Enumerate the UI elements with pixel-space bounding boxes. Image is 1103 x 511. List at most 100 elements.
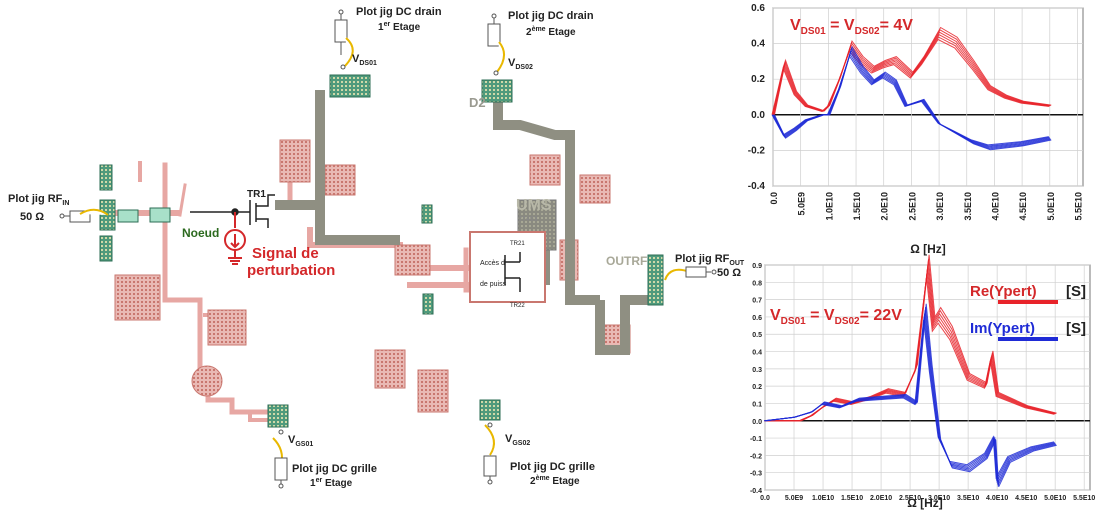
tr1-transistor: [190, 194, 275, 228]
chart-bottom-xticks: 0.0 5.0E9 1.0E10 1.5E10 2.0E10 2.5E10 3.0E10 3.…: [760, 495, 1095, 502]
outrf-label: OUTRF: [606, 254, 647, 268]
legend-re-label: Re(Ypert): [970, 283, 1037, 300]
series-line: [774, 26, 1052, 115]
xtick-label: 2.0E10: [880, 192, 890, 221]
stage2-transistors: [469, 231, 546, 303]
rfout-impedance: 50 Ω: [717, 267, 741, 279]
chart-top-series: [771, 26, 1052, 151]
signal-label-line2: perturbation: [247, 262, 335, 279]
chart-top: 0.6 0.4 0.2 0.0 -0.2 -0.4 0.0 5.0E9 1.0E10 1.5E1…: [748, 3, 1084, 256]
ytick-label: 0.7: [752, 298, 762, 305]
xtick-label: 0.0: [769, 192, 779, 205]
chart-bottom-legend: Re(Ypert) [S] Im(Ypert) [S]: [970, 283, 1086, 341]
xtick-label: 4.5E10: [1018, 192, 1028, 221]
xtick-label: 0.0: [760, 495, 770, 502]
chart-bottom: 0.9 0.8 0.7 0.6 0.5 0.4 0.3 0.2 0.1 0.0 -0.1 -0.2 -0…: [750, 254, 1095, 510]
chart-top-yticks: 0.6 0.4 0.2 0.0 -0.2 -0.4: [748, 3, 766, 192]
chart-top-plot-area: [772, 7, 1084, 187]
chart-bottom-plot-area: [764, 264, 1091, 491]
chart-bottom-series: [763, 254, 1057, 488]
ytick-label: -0.3: [750, 471, 762, 478]
ytick-label: -0.4: [748, 181, 766, 192]
xtick-label: 3.0E10: [928, 495, 950, 502]
drain2-stage: 2ème Etage: [526, 26, 576, 38]
xtick-label: 5.0E9: [797, 192, 807, 216]
ytick-label: 0.4: [751, 39, 765, 50]
ytick-label: 0.5: [752, 332, 762, 339]
xtick-label: 4.0E10: [990, 192, 1000, 221]
gate1-stage: 1er Etage: [310, 477, 353, 489]
tr21-label: TR21: [510, 241, 525, 247]
drain1-label: Plot jig DC drain: [356, 6, 442, 18]
ytick-label: 0.2: [751, 74, 765, 85]
ytick-label: 0.4: [752, 350, 762, 357]
xtick-label: 5.0E9: [785, 495, 803, 502]
circuit-labels: Plot jig DC drain 1er Etage VDS01 Plot j…: [8, 6, 745, 489]
perturbation-source-icon: [224, 212, 246, 265]
acces-label-1: Accès d: [480, 260, 505, 267]
chart-top-xticks: 0.0 5.0E9 1.0E10 1.5E10 2.0E10 2.5E10 3.0E10 3.…: [769, 192, 1083, 221]
circuit-layout: [59, 9, 717, 489]
xtick-label: 3.5E10: [957, 495, 979, 502]
ytick-label: 0.9: [752, 263, 762, 270]
xtick-label: 1.0E10: [812, 495, 834, 502]
xtick-label: 1.5E10: [841, 495, 863, 502]
ytick-label: 0.1: [752, 401, 762, 408]
legend-im-label: Im(Ypert): [970, 320, 1035, 337]
ytick-label: -0.4: [750, 488, 762, 495]
ytick-label: -0.2: [748, 145, 766, 156]
tr1-label: TR1: [247, 189, 266, 200]
xtick-label: 2.5E10: [907, 192, 917, 221]
ytick-label: 0.6: [752, 315, 762, 322]
xtick-label: 1.0E10: [824, 192, 834, 221]
gray-lines: [275, 90, 650, 355]
gate2-label: Plot jig DC grille: [510, 461, 595, 473]
ytick-label: 0.6: [751, 3, 765, 14]
gate2-stage: 2ème Etage: [530, 475, 580, 487]
gate1-label: Plot jig DC grille: [292, 463, 377, 475]
ums-logo: UMS: [516, 197, 552, 214]
ytick-label: -0.2: [750, 453, 762, 460]
ytick-label: 0.0: [751, 110, 765, 121]
rfin-impedance: 50 Ω: [20, 211, 44, 223]
green-pads: [99, 74, 664, 428]
xtick-label: 4.5E10: [1015, 495, 1037, 502]
chart-bottom-yticks: 0.9 0.8 0.7 0.6 0.5 0.4 0.3 0.2 0.1 0.0 -0.1 -0.2 -0…: [750, 263, 762, 495]
d2-label: D2: [469, 95, 486, 110]
chart-bottom-title: VDS01 = VDS02= 22V: [770, 307, 902, 327]
ytick-label: 0.3: [752, 367, 762, 374]
ytick-label: 0.0: [752, 419, 762, 426]
signal-label-line1: Signal de: [252, 245, 319, 262]
ytick-label: -0.1: [750, 436, 762, 443]
legend-im-unit: [S]: [1066, 320, 1086, 337]
xtick-label: 5.0E10: [1046, 192, 1056, 221]
chart-top-title: VDS01 = VDS02= 4V: [790, 17, 913, 37]
xtick-label: 3.5E10: [963, 192, 973, 221]
xtick-label: 5.0E10: [1044, 495, 1066, 502]
drain1-stage: 1er Etage: [378, 21, 421, 33]
xtick-label: 4.0E10: [986, 495, 1008, 502]
rfout-label: Plot jig RFOUT: [675, 253, 745, 267]
series-line: [774, 45, 1052, 151]
xtick-label: 1.5E10: [852, 192, 862, 221]
ytick-label: 0.2: [752, 384, 762, 391]
rfin-label: Plot jig RFIN: [8, 193, 69, 207]
vgs01-label: VGS01: [288, 434, 313, 448]
xtick-label: 2.5E10: [899, 495, 921, 502]
chart-bottom-xlabel: Ω [Hz]: [907, 496, 943, 510]
pink-blocks: [114, 139, 631, 413]
tr22-label: TR22: [510, 303, 525, 309]
xtick-label: 2.0E10: [870, 495, 892, 502]
xtick-label: 5.5E10: [1073, 495, 1095, 502]
ytick-label: 0.8: [752, 280, 762, 287]
drain2-label: Plot jig DC drain: [508, 10, 594, 22]
xtick-label: 3.0E10: [935, 192, 945, 221]
noeud-label: Noeud: [182, 226, 219, 240]
xtick-label: 5.5E10: [1073, 192, 1083, 221]
chart-top-xlabel: Ω [Hz]: [910, 242, 946, 256]
vds01-label: VDS01: [352, 53, 377, 67]
series-line: [766, 303, 1057, 488]
vgs02-label: VGS02: [505, 433, 530, 447]
chip-id: 27403: [518, 216, 538, 223]
